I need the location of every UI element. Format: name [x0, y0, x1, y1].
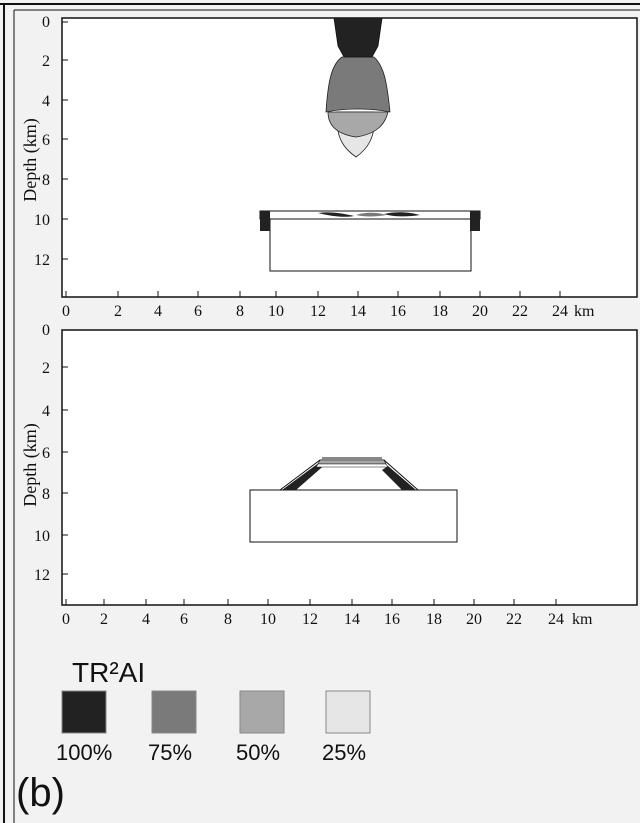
top-y-tick-label: 0 [42, 14, 50, 31]
bottom-slab-block [249, 489, 458, 543]
legend-swatch-50 [239, 690, 285, 734]
bottom-dome-white-band [315, 463, 389, 468]
top-plume [325, 17, 391, 158]
top-slab-dark-lens [384, 212, 420, 217]
bottom-y-tick-label: 12 [34, 567, 50, 584]
legend-label-100: 100% [56, 740, 112, 765]
top-x-tick-label: 16 [390, 303, 406, 320]
top-x-tick-label: 6 [194, 303, 202, 320]
top-x-tick-label: 22 [512, 303, 528, 320]
top-y-axis: 0 2 4 6 8 10 12 Depth (km) [20, 14, 68, 269]
top-x-tick-label: 8 [236, 303, 244, 320]
legend-swatch-25 [325, 690, 371, 734]
bottom-y-axis: 0 2 4 6 8 10 12 Depth (km) [20, 322, 68, 584]
top-x-tick-label: 20 [472, 303, 488, 320]
panel-label: (b) [16, 771, 65, 815]
plume-75-zone [325, 56, 391, 113]
top-y-tick-label: 8 [42, 172, 50, 189]
top-x-tick-label: 18 [432, 303, 448, 320]
top-slab [259, 210, 481, 272]
top-y-tick-label: 6 [42, 132, 50, 149]
bottom-y-axis-title: Depth (km) [20, 423, 41, 506]
plume-100-zone [333, 17, 383, 58]
top-x-tick-label: 10 [268, 303, 284, 320]
top-x-tick-label: 2 [114, 303, 122, 320]
top-slab-block [269, 218, 472, 272]
bottom-y-tick-label: 8 [42, 486, 50, 503]
top-y-tick-label: 10 [34, 212, 50, 229]
legend-swatch-75 [151, 690, 197, 734]
legend-label-25: 25% [322, 740, 366, 765]
top-panel: 0 2 4 6 8 10 12 Depth (km) 0 2 4 [20, 14, 638, 320]
bottom-y-tick-label: 10 [34, 528, 50, 545]
legend: TR²AI 100% 75% 50% 25% [56, 657, 371, 765]
bottom-x-axis: 0 2 4 6 8 10 12 14 16 18 20 22 24 km [62, 599, 593, 628]
bottom-panel: 0 2 4 6 8 10 12 Depth (km) 0 2 4 [20, 322, 638, 628]
top-x-tick-label: 0 [62, 303, 70, 320]
bottom-x-tick-label: 10 [260, 611, 276, 628]
top-slab-gray-lens [356, 212, 386, 217]
bottom-x-tick-label: 18 [426, 611, 442, 628]
bottom-x-tick-label: 0 [62, 611, 70, 628]
top-x-tick-label: 24 [552, 303, 568, 320]
top-y-axis-title: Depth (km) [20, 118, 41, 201]
legend-label-75: 75% [148, 740, 192, 765]
bottom-dome-left-dark [282, 462, 328, 490]
legend-swatch-100 [61, 690, 107, 734]
top-y-tick-label: 12 [34, 252, 50, 269]
top-slab-right-dark [470, 211, 480, 231]
bottom-x-tick-label: 6 [180, 611, 188, 628]
bottom-x-tick-label: 12 [302, 611, 318, 628]
top-y-tick-label: 2 [42, 53, 50, 70]
top-x-axis: 0 2 4 6 8 10 12 14 16 18 20 22 24 km [62, 291, 595, 320]
bottom-x-tick-label: 8 [224, 611, 232, 628]
plume-50-zone [327, 111, 389, 138]
top-x-tick-label: 12 [310, 303, 326, 320]
bottom-x-tick-label: 24 [548, 611, 564, 628]
bottom-x-tick-label: 22 [506, 611, 522, 628]
bottom-y-tick-label: 4 [42, 403, 50, 420]
legend-label-50: 50% [236, 740, 280, 765]
bottom-x-unit: km [572, 611, 593, 628]
top-slab-dark-lens [318, 212, 354, 217]
bottom-y-tick-label: 2 [42, 360, 50, 377]
bottom-y-tick-label: 6 [42, 445, 50, 462]
bottom-x-tick-label: 14 [344, 611, 360, 628]
bottom-x-tick-label: 4 [142, 611, 150, 628]
bottom-x-tick-label: 20 [466, 611, 482, 628]
legend-title: TR²AI [72, 657, 145, 688]
top-slab-left-dark [260, 211, 270, 231]
bottom-dome-gray-band [317, 459, 387, 465]
top-x-unit: km [574, 303, 595, 320]
bottom-y-tick-label: 0 [42, 322, 50, 339]
top-x-tick-label: 14 [350, 303, 366, 320]
bottom-slab [249, 457, 458, 543]
bottom-dome-right-dark [382, 466, 416, 490]
top-y-tick-label: 4 [42, 93, 50, 110]
bottom-x-tick-label: 2 [100, 611, 108, 628]
bottom-x-tick-label: 16 [384, 611, 400, 628]
top-x-tick-label: 4 [154, 303, 162, 320]
